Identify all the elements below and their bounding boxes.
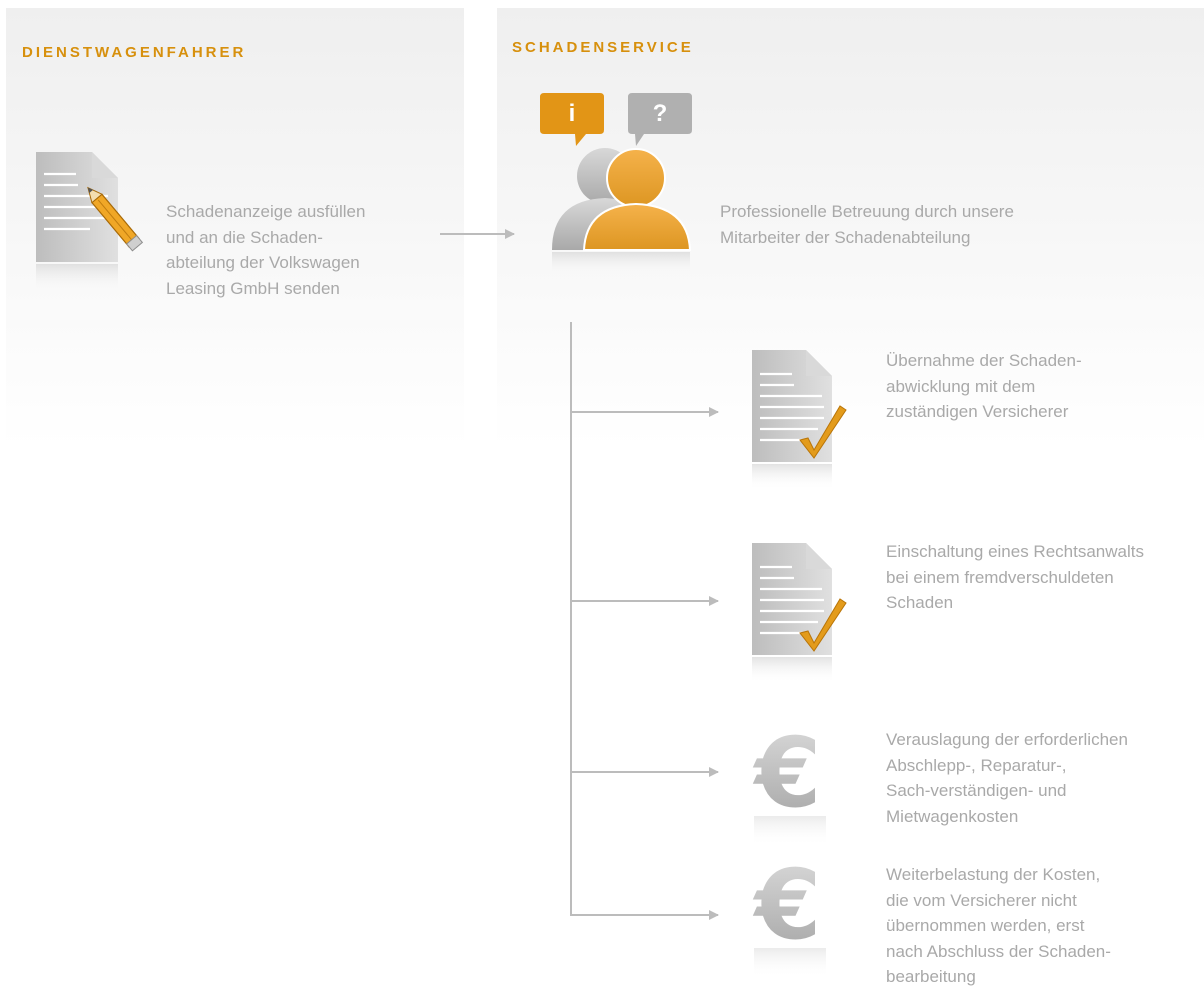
service-item-2-text: Einschaltung eines Rechtsanwalts bei ein… — [886, 542, 1144, 612]
document-pencil-icon — [36, 152, 144, 294]
service-description: Professionelle Betreuung durch unsere Mi… — [720, 202, 1014, 247]
info-bubble: i — [568, 100, 576, 127]
question-bubble: ? — [652, 100, 668, 127]
driver-heading: DIENSTWAGENFAHRER — [22, 44, 247, 61]
service-item-3-text: Verauslagung der erforderlichen Abschlep… — [886, 730, 1128, 826]
document-check-icon — [748, 539, 848, 689]
people-chat-icon: i ? — [538, 90, 698, 280]
document-check-icon — [748, 346, 848, 496]
euro-icon — [744, 852, 844, 982]
driver-step-text: Schadenanzeige ausfüllen und an die Scha… — [166, 202, 366, 298]
service-item-1-text: Übernahme der Schaden- abwicklung mit de… — [886, 351, 1082, 421]
service-item-4-text: Weiterbelastung der Kosten, die vom Vers… — [886, 865, 1111, 986]
euro-icon — [744, 720, 844, 850]
service-heading: SCHADENSERVICE — [512, 39, 694, 56]
